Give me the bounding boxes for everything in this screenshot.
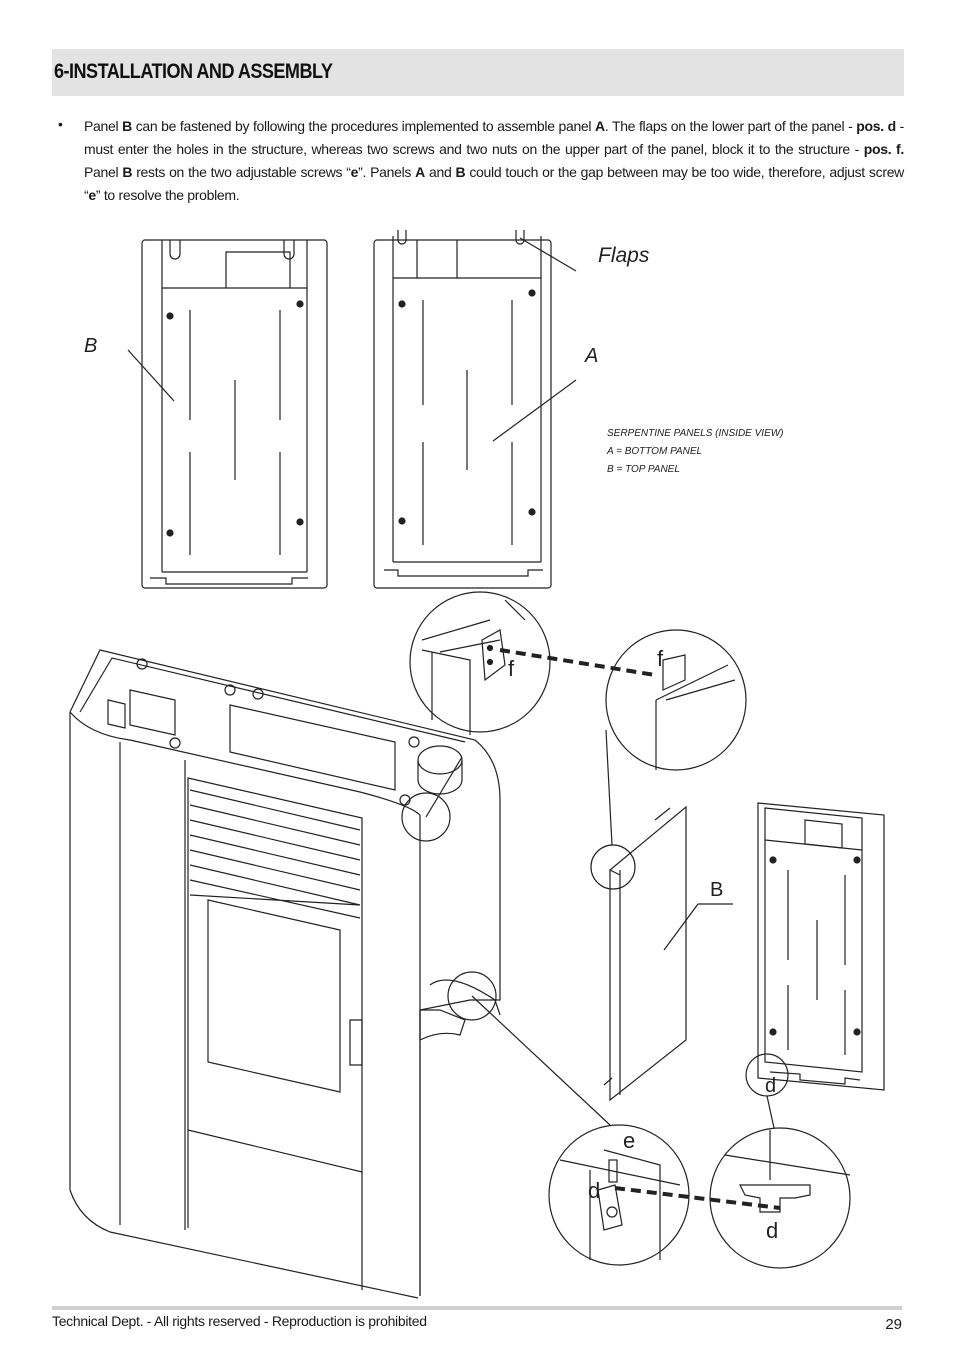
panel-a-drawing xyxy=(373,230,577,589)
label-b-top: B xyxy=(84,335,97,357)
footer-rule xyxy=(52,1306,902,1310)
section-header: 6-INSTALLATION AND ASSEMBLY xyxy=(52,49,904,96)
legend-line-3: B = TOP PANEL xyxy=(607,464,680,475)
label-f-right: f xyxy=(657,646,664,671)
detail-e-d-left xyxy=(471,995,690,1266)
panel-b-exploded xyxy=(590,805,733,1102)
panel-b-inside-right xyxy=(745,802,885,1097)
instruction-paragraph: Panel B can be fastened by following the… xyxy=(84,118,905,203)
detail-d-right xyxy=(709,1095,851,1269)
label-d-right: d xyxy=(766,1218,778,1243)
panel-b-drawing xyxy=(127,239,328,589)
detail-f-left xyxy=(409,591,551,818)
label-d-left: d xyxy=(588,1178,600,1203)
legend-line-1: SERPENTINE PANELS (INSIDE VIEW) xyxy=(607,428,784,439)
footer-text: Technical Dept. - All rights reserved - … xyxy=(52,1313,427,1329)
dashed-link-f xyxy=(499,648,656,677)
bullet-marker: • xyxy=(58,116,63,132)
label-f-left: f xyxy=(508,656,515,681)
page-number: 29 xyxy=(885,1316,902,1333)
label-d-panel: d xyxy=(765,1075,776,1097)
section-title: 6-INSTALLATION AND ASSEMBLY xyxy=(54,60,333,83)
label-flaps: Flaps xyxy=(598,244,650,267)
label-e: e xyxy=(623,1128,635,1153)
label-a-top: A xyxy=(584,345,598,367)
detail-f-right xyxy=(605,629,747,846)
legend-line-2: A = BOTTOM PANEL xyxy=(606,446,702,457)
stove-drawing xyxy=(69,649,501,1299)
dashed-link-d xyxy=(614,1186,781,1210)
label-b-panel: B xyxy=(710,879,723,901)
